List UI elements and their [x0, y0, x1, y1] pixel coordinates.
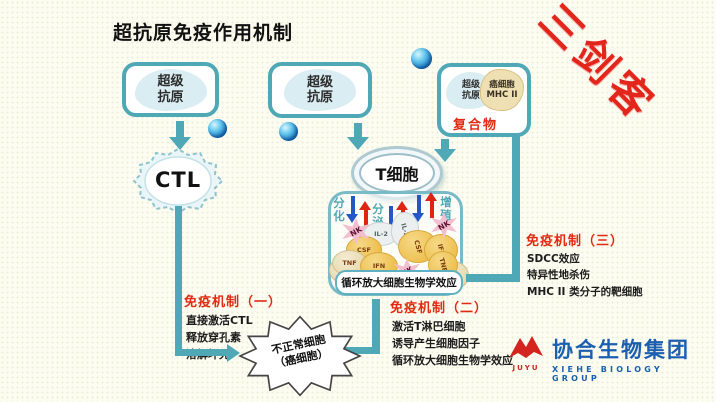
complex-connector-line	[466, 274, 520, 282]
process-differentiation-label: 分化	[333, 196, 345, 223]
tcell-connector-line	[372, 299, 380, 354]
ctl-cell-label: CTL	[155, 168, 202, 192]
blue-down-arrow-icon	[346, 196, 359, 223]
mechanism-line: 释放穿孔素	[186, 331, 241, 345]
logo-cn-text: 协合生物集团	[552, 337, 690, 362]
ctl-cell-shape	[133, 148, 223, 214]
antigen-label: 超级抗原	[461, 79, 480, 101]
logo: JUYU 协合生物集团 XIEHE BIOLOGY GROUP	[506, 334, 706, 383]
tcell-connector-line	[343, 347, 380, 354]
mhc2-label: MHC II	[486, 90, 518, 100]
cancer-cell-label: 癌细胞	[489, 79, 515, 90]
globe-icon	[208, 119, 227, 138]
down-arrow-icon	[169, 121, 191, 150]
process-proliferation-label: 增殖	[440, 195, 452, 222]
complex-connector-line	[512, 136, 520, 279]
mechanism-3-heading: 免疫机制（三）	[526, 234, 625, 249]
mechanism-3-lines: SDCC效应 特异性地杀伤 MHC II 类分子的靶细胞	[527, 251, 643, 300]
watermark-text: 三剑客	[529, 0, 667, 131]
globe-icon	[411, 48, 432, 69]
antigen-box-middle: 超级抗原	[268, 62, 372, 118]
red-up-arrow-icon	[425, 192, 438, 218]
mechanism-line: MHC II 类分子的靶细胞	[527, 285, 643, 298]
mechanism-line: 激活T淋巴细胞	[392, 320, 466, 333]
cancer-cell-mhc-cloud: 癌细胞 MHC II	[480, 69, 524, 111]
logo-en-text: XIEHE BIOLOGY GROUP	[552, 365, 663, 383]
ctl-connector-line	[175, 206, 182, 353]
antigen-complex-box: 超级抗原 癌细胞 MHC II 复合物	[437, 63, 531, 137]
logo-mark-text: JUYU	[512, 364, 540, 372]
antigen-blob: 超级抗原	[134, 68, 207, 111]
mechanism-1-heading: 免疫机制（一）	[184, 295, 283, 310]
mechanism-line: 循环放大细胞生物学效应	[392, 354, 513, 368]
logo-mark-icon: JUYU	[506, 334, 546, 372]
down-arrow-icon	[347, 123, 369, 150]
blue-down-arrow-icon	[412, 195, 425, 222]
target-cell-starburst	[238, 315, 362, 397]
down-arrow-icon	[434, 139, 456, 162]
antigen-box-left: 超级抗原	[122, 62, 219, 117]
mechanism-2-heading: 免疫机制（二）	[390, 301, 489, 316]
antigen-label: 超级抗原	[157, 74, 184, 105]
mechanism-line: SDCC效应	[527, 253, 580, 265]
page-title: 超抗原免疫作用机制	[113, 22, 294, 44]
red-up-arrow-icon	[359, 201, 372, 227]
tcell-label: T细胞	[359, 153, 435, 193]
effects-caption: 循环放大细胞生物学效应	[335, 270, 463, 295]
antigen-blob: 超级抗原	[284, 69, 356, 111]
right-arrow-icon	[227, 344, 240, 362]
mechanism-2-lines: 激活T淋巴细胞 诱导产生细胞因子 循环放大细胞生物学效应	[392, 318, 513, 369]
mechanism-line: 特异性地杀伤	[527, 269, 590, 282]
antigen-label: 超级抗原	[306, 74, 333, 105]
ctl-connector-line	[175, 349, 227, 356]
complex-label: 复合物	[453, 118, 499, 133]
process-secretion-label: 分泌	[372, 202, 384, 228]
mechanism-line: 诱导产生细胞因子	[392, 337, 480, 351]
mechanism-line: 直接激活CTL	[186, 314, 253, 327]
globe-icon	[279, 122, 298, 141]
